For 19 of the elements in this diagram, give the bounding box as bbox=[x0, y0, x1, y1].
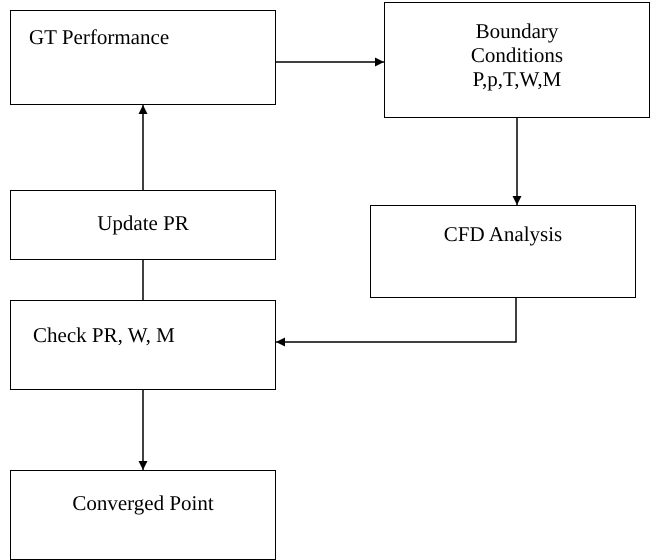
connector-line bbox=[142, 260, 144, 300]
box-label: GT Performance bbox=[29, 25, 170, 49]
box-label: Converged Point bbox=[71, 491, 215, 515]
process-box bbox=[370, 205, 636, 298]
process-box bbox=[10, 470, 276, 560]
box-label: Boundary Conditions bbox=[470, 19, 564, 67]
arrow bbox=[138, 390, 148, 470]
arrow bbox=[276, 58, 384, 66]
arrow bbox=[138, 105, 148, 190]
process-box bbox=[10, 10, 276, 105]
process-box bbox=[384, 2, 650, 118]
box-label: CFD Analysis bbox=[442, 222, 564, 246]
arrow bbox=[512, 118, 522, 205]
box-label: Check PR, W, M bbox=[33, 323, 176, 347]
box-label: Update PR bbox=[96, 211, 190, 235]
process-box bbox=[10, 190, 276, 260]
arrow bbox=[276, 298, 517, 346]
box-label: P,p,T,W,M bbox=[472, 67, 562, 91]
process-box bbox=[10, 300, 276, 390]
